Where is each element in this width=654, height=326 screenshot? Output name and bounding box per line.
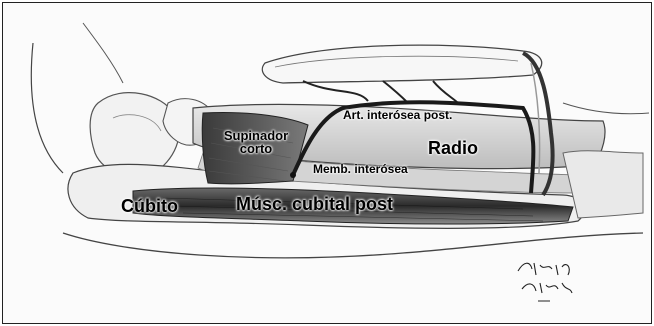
artery-origin-dot [290,172,296,178]
retracted-muscles [262,45,541,83]
artist-signature [518,263,572,301]
label-cubito: Cúbito [121,197,178,215]
artery-branch-3 [433,81,458,103]
arm-outline-bottom [63,233,643,258]
artery-branch-2 [383,81,408,103]
label-musc-cubital-post: Músc. cubital post [236,195,393,213]
artery-branch-1 [303,81,368,101]
label-supinador-line2: corto [240,141,273,156]
label-art-interosea-post: Art. interósea post. [343,109,452,121]
label-radio: Radio [428,139,478,157]
arm-outline-top [31,43,63,173]
label-memb-interosea: Memb. interósea [313,163,408,175]
arm-outline-right-top [563,103,649,114]
label-supinador-corto: Supinador corto [221,129,291,155]
arm-outline-upper-left [83,23,123,83]
